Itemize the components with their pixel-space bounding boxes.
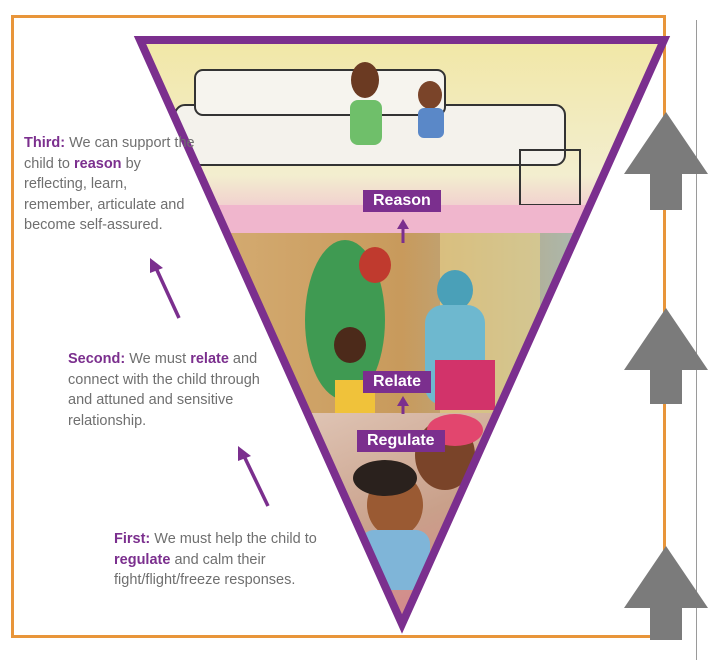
third-keyword: reason [73, 155, 122, 172]
diagonal-arrow-icon [150, 258, 181, 319]
third-text-2: by reflecting, learn, remember, articula… [24, 155, 185, 234]
page-edge-rule [696, 20, 697, 660]
up-arrow-icon [624, 546, 708, 640]
first-text-2: and calm their fight/flight/freeze respo… [114, 551, 296, 589]
up-arrow-icon [624, 112, 708, 210]
first-keyword: regulate [114, 551, 171, 568]
triangle-outline [133, 36, 671, 634]
second-text-2: and connect with the child through and a… [68, 351, 260, 429]
up-arrow-icon [397, 219, 409, 243]
second-text-1: We must [125, 351, 191, 367]
diagonal-arrow-icon [238, 446, 270, 507]
second-keyword: relate [190, 351, 229, 367]
text-second: Second: We must relate and connect with … [68, 349, 263, 431]
up-arrow-icon [624, 308, 708, 404]
first-text-1: We must help the child to [150, 531, 317, 547]
label-reason: Reason [363, 190, 441, 212]
label-regulate: Regulate [357, 430, 445, 452]
first-lead: First: [114, 531, 151, 547]
label-relate: Relate [363, 371, 432, 393]
up-arrow-icon [397, 396, 409, 414]
third-text-1: We can support the child to [24, 135, 195, 172]
text-third: Third: We can support the child to reaso… [24, 133, 199, 236]
text-first: First: We must help the child to regulat… [114, 529, 328, 591]
second-lead: Second: [68, 351, 126, 367]
third-lead: Third: [24, 135, 66, 151]
